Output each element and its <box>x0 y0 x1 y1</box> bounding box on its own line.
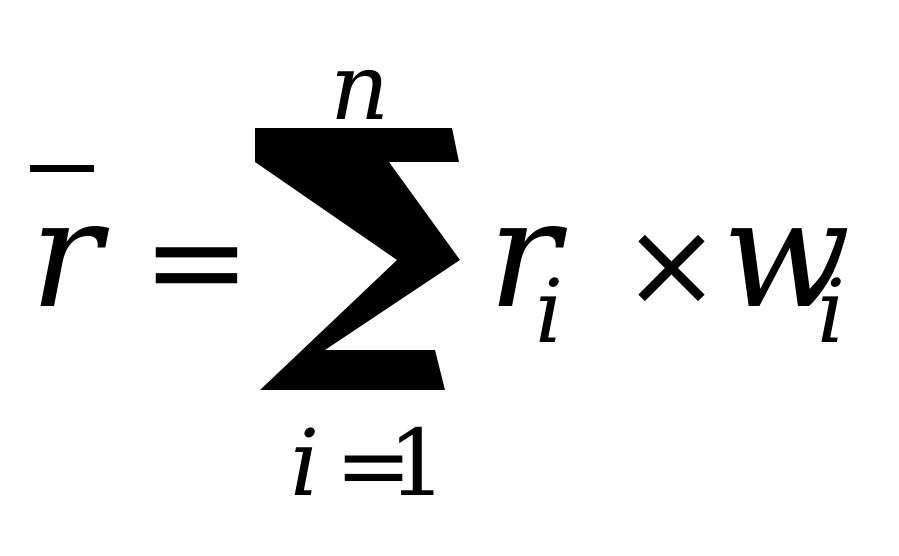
summation-icon <box>255 128 460 390</box>
summation-lower-equals: = <box>335 412 413 519</box>
lhs-symbol: r <box>30 168 102 342</box>
term2-subscript: i <box>817 260 846 363</box>
summation-upper-limit: n <box>330 34 390 141</box>
summation-lower-index: i <box>290 410 320 517</box>
equals-sign: = <box>142 185 251 337</box>
term2-symbol: w <box>722 168 851 342</box>
multiplication-operator: × <box>622 195 721 333</box>
term1-symbol: r <box>488 168 560 342</box>
overline-bar <box>30 165 94 172</box>
summation-lower-value: 1 <box>388 410 447 517</box>
term1-subscript: i <box>535 260 564 363</box>
